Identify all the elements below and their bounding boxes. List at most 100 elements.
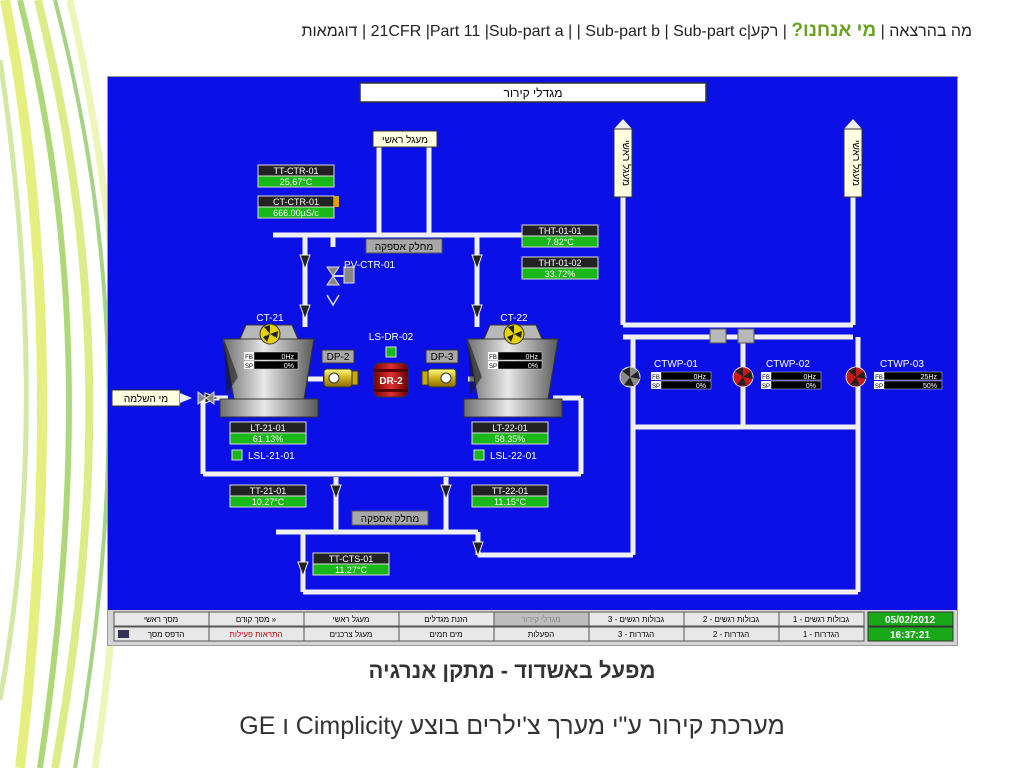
pump-ctwp-02[interactable]: [732, 366, 754, 388]
svg-text:0%: 0%: [696, 383, 706, 390]
tag-tt-ctr-01[interactable]: TT-CTR-01 25.67°C: [257, 164, 335, 188]
svg-text:התראות פעילות: התראות פעילות: [229, 630, 282, 639]
tag-tt-cts-01[interactable]: TT-CTS-01 11.27°C: [312, 552, 390, 576]
tag-tht-01-01[interactable]: THT-01-01 7.82°C: [521, 224, 599, 248]
circuit-valve-1[interactable]: [709, 328, 727, 344]
tag-lt-22-01[interactable]: LT-22-01 58.35%: [471, 421, 549, 445]
tag-lt-21-01[interactable]: LT-21-01 61.13%: [229, 421, 307, 445]
nav-item-part11[interactable]: Part 11: [429, 23, 481, 40]
dosing-pump-dp-2[interactable]: [323, 368, 359, 388]
svg-text:0Hz: 0Hz: [282, 354, 295, 361]
main-circuit-top-label: מעגל ראשי: [382, 134, 428, 146]
svg-text:50%: 50%: [923, 383, 937, 390]
svg-text:11.15°C: 11.15°C: [494, 497, 526, 507]
supply-manifold-box: [365, 238, 443, 254]
screen-title-box: [359, 82, 707, 103]
nav-item-subpart-a[interactable]: Sub-part a: [488, 23, 564, 40]
flow-arrows: [204, 254, 484, 578]
svg-text:LT-21-01: LT-21-01: [250, 423, 285, 433]
pump-ctwp-01[interactable]: [619, 366, 641, 388]
dp2-box: [321, 349, 355, 364]
return-manifold-box: [351, 510, 429, 526]
fan-readout-ct-21: FB 0Hz SP 0%: [244, 351, 299, 370]
cold-limits-1-button[interactable]: [778, 611, 865, 627]
svg-text:SP: SP: [652, 384, 660, 390]
svg-text:SP: SP: [245, 364, 253, 370]
makeup-valve[interactable]: [197, 391, 215, 405]
svg-text:11.27°C: 11.27°C: [335, 565, 367, 575]
svg-text:TT-CTS-01: TT-CTS-01: [329, 554, 374, 564]
nav-item-about[interactable]: מי אנחנו?: [791, 20, 877, 41]
svg-text:גבולות רגשים - 1: גבולות רגשים - 1: [793, 615, 850, 624]
tag-ct-ctr-01[interactable]: CT-CTR-01 666.00µS/c: [257, 195, 339, 219]
svg-text:FB: FB: [652, 375, 660, 381]
pump-readout-ctwp-03: FB 25Hz SP 50%: [874, 371, 943, 390]
svg-text:CT-CTR-01: CT-CTR-01: [273, 197, 319, 207]
svg-text:הזנת מגדלים: הזנת מגדלים: [424, 615, 467, 624]
svg-text:0Hz: 0Hz: [694, 374, 707, 381]
nav-item-subpart-b[interactable]: Sub-part b: [585, 23, 660, 40]
svg-text:0Hz: 0Hz: [804, 374, 817, 381]
pv-ctr-label: PV-CTR-01: [344, 260, 396, 271]
svg-text:מסך ראשי: מסך ראשי: [144, 615, 178, 624]
caption-subtitle: מערכת קירור ע"י מערך צ'ילרים בוצע Cimpli…: [239, 712, 785, 740]
svg-text:SP: SP: [762, 384, 770, 390]
scada-diagram: מגדלי קירור: [108, 82, 957, 645]
tag-tt-22-01[interactable]: TT-22-01 11.15°C: [471, 484, 549, 508]
nav-item-21cfr[interactable]: 21CFR: [370, 23, 422, 40]
pump-readout-ctwp-02: FB 0Hz SP 0%: [761, 371, 822, 390]
ls-dr-label: LS-DR-02: [369, 332, 414, 343]
ls-dr-indicator: [385, 346, 397, 358]
svg-text:DP-2: DP-2: [327, 352, 350, 363]
dr2-label: DR-2: [379, 376, 403, 387]
svg-text:DP-3: DP-3: [431, 352, 454, 363]
svg-text:מעגל צרכנים: מעגל צרכנים: [330, 630, 373, 639]
tag-tt-21-01[interactable]: TT-21-01 10.27°C: [229, 484, 307, 508]
ct22-label: CT-22: [500, 313, 528, 324]
cooling-tower-ct-21[interactable]: [219, 323, 319, 418]
svg-text:25.67°C: 25.67°C: [280, 177, 313, 187]
svg-text:מים חמים: מים חמים: [429, 630, 462, 639]
ct21-label: CT-21: [256, 313, 284, 324]
svg-text:LT-22-01: LT-22-01: [492, 423, 527, 433]
settings-1-button[interactable]: [778, 626, 865, 642]
ctwp02-label: CTWP-02: [766, 359, 810, 370]
svg-text:הגדרות - 1: הגדרות - 1: [803, 630, 839, 639]
svg-text:הגדרות - 2: הגדרות - 2: [713, 630, 749, 639]
svg-text:THT-01-01: THT-01-01: [538, 226, 581, 236]
svg-text:0Hz: 0Hz: [526, 354, 539, 361]
printer-icon: [118, 630, 129, 638]
svg-text:58.35%: 58.35%: [495, 434, 526, 444]
lsl-22-label: LSL-22-01: [490, 451, 537, 462]
scada-screenshot: מגדלי קירור: [107, 76, 958, 646]
ctwp01-label: CTWP-01: [654, 359, 698, 370]
nav-item-agenda[interactable]: מה בהרצאה: [889, 23, 972, 40]
svg-text:SP: SP: [489, 364, 497, 370]
nav-item-background[interactable]: רקע: [751, 23, 779, 40]
pump-ctwp-03[interactable]: [845, 366, 867, 388]
svg-text:0%: 0%: [806, 383, 816, 390]
control-valve-pv-ctr-01[interactable]: [326, 266, 355, 307]
nav-item-examples[interactable]: דוגמאות: [301, 23, 358, 40]
svg-text:666.00µS/c: 666.00µS/c: [273, 208, 319, 218]
svg-text:33.72%: 33.72%: [545, 269, 576, 279]
svg-text:61.13%: 61.13%: [253, 434, 284, 444]
nav-item-subpart-c[interactable]: Sub-part c: [673, 23, 747, 40]
main-circuit-label-right2: מעגל ראשי: [850, 140, 862, 186]
tag-tht-01-02[interactable]: THT-01-02 33.72%: [521, 256, 599, 280]
chemical-drum-dr-2[interactable]: [373, 362, 409, 398]
cooling-tower-ct-22[interactable]: [463, 323, 563, 418]
svg-text:FB: FB: [762, 375, 770, 381]
svg-text:FB: FB: [489, 355, 497, 361]
svg-text:0%: 0%: [528, 363, 538, 370]
circuit-valve-2[interactable]: [737, 328, 755, 344]
svg-text:מסך קודם »: מסך קודם »: [236, 615, 277, 624]
fan-readout-ct-22: FB 0Hz SP 0%: [488, 351, 543, 370]
main-circuit-outlet-1: מעגל ראשי: [613, 119, 633, 198]
dosing-pump-dp-3[interactable]: [421, 368, 457, 388]
top-navigation: מה בהרצאה | מי אנחנו? | רקע|21CFR |Part …: [301, 20, 972, 41]
svg-text:הגדרות - 3: הגדרות - 3: [618, 630, 654, 639]
supply-manifold-label: מחלק אספקה: [375, 241, 434, 253]
svg-text:TT-CTR-01: TT-CTR-01: [274, 166, 319, 176]
svg-text:מעגל ראשי: מעגל ראשי: [333, 615, 370, 624]
